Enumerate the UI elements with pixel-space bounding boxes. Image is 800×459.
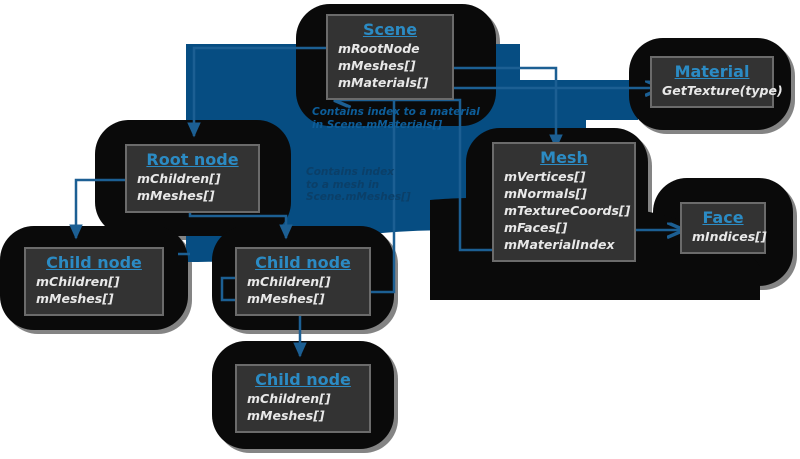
- node-child-node-3-title: Child node: [255, 370, 351, 389]
- node-mesh-field-3: mFaces[]: [504, 220, 568, 235]
- node-mesh-field-0: mVertices[]: [504, 169, 586, 184]
- node-mesh-field-2: mTextureCoords[]: [504, 203, 631, 218]
- node-face[interactable]: Face mIndices[]: [680, 202, 767, 254]
- node-scene-field-0: mRootNode: [338, 41, 420, 56]
- blue-backdrop-arm: [520, 80, 638, 120]
- node-child-node-3-field-0: mChildren[]: [247, 391, 331, 406]
- node-child-node-2-field-0: mChildren[]: [247, 274, 331, 289]
- node-child-node-2-title: Child node: [255, 253, 351, 272]
- node-root-node[interactable]: Root node mChildren[] mMeshes[]: [125, 144, 260, 213]
- node-mesh-field-4: mMaterialIndex: [504, 237, 615, 252]
- node-material[interactable]: Material GetTexture(type): [650, 56, 783, 108]
- node-child-node-1-field-1: mMeshes[]: [36, 291, 114, 306]
- conn-mesh-materialindex: [336, 100, 504, 252]
- node-child-node-1-title: Child node: [46, 253, 142, 272]
- node-scene[interactable]: Scene mRootNode mMeshes[] mMaterials[]: [326, 14, 454, 100]
- node-mesh[interactable]: Mesh mVertices[] mNormals[] mTextureCoor…: [492, 142, 636, 262]
- node-child-node-2[interactable]: Child node mChildren[] mMeshes[]: [235, 247, 371, 316]
- node-child-node-2-field-1: mMeshes[]: [247, 291, 325, 306]
- node-child-node-1-field-0: mChildren[]: [36, 274, 120, 289]
- node-face-field-0: mIndices[]: [692, 229, 767, 244]
- annotation-material-index: Contains index to a material in Scene.mM…: [312, 106, 480, 131]
- node-face-title: Face: [702, 208, 744, 227]
- node-child-node-3[interactable]: Child node mChildren[] mMeshes[]: [235, 364, 371, 433]
- annotation-mesh-index: Contains index to a mesh in Scene.mMeshe…: [306, 166, 411, 203]
- node-scene-title: Scene: [362, 20, 418, 39]
- node-material-field-0: GetTexture(type): [662, 83, 783, 98]
- node-root-node-title: Root node: [146, 150, 239, 169]
- node-material-title: Material: [674, 62, 750, 81]
- node-mesh-field-1: mNormals[]: [504, 186, 587, 201]
- node-scene-field-1: mMeshes[]: [338, 58, 416, 73]
- conn-scene-mesh: [444, 66, 563, 150]
- node-child-node-3-field-1: mMeshes[]: [247, 408, 325, 423]
- conn-scene-rootnode: [187, 46, 336, 138]
- node-root-node-field-1: mMeshes[]: [137, 188, 215, 203]
- node-child-node-1[interactable]: Child node mChildren[] mMeshes[]: [24, 247, 164, 316]
- node-root-node-field-0: mChildren[]: [137, 171, 221, 186]
- node-mesh-title: Mesh: [540, 148, 588, 167]
- node-scene-field-2: mMaterials[]: [338, 75, 429, 90]
- conn-child2-child3: [220, 276, 307, 358]
